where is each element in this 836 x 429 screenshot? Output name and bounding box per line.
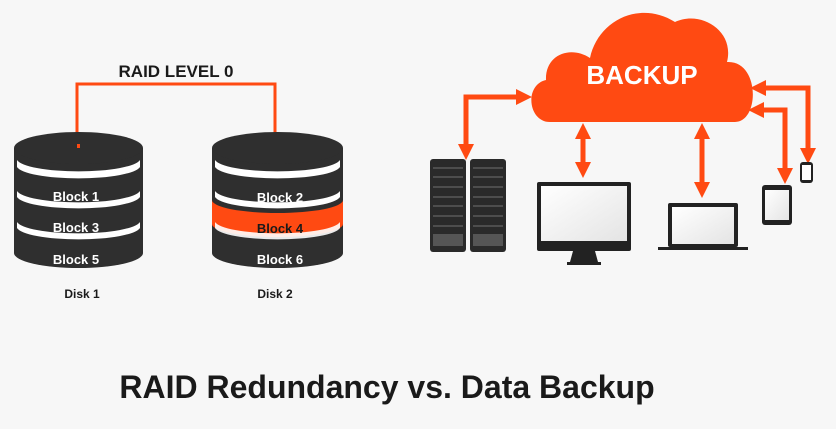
cloud-label: BACKUP [586,60,697,90]
backup-cloud-icon: BACKUP [531,12,753,122]
desktop-monitor-icon [537,182,631,265]
main-title: RAID Redundancy vs. Data Backup [119,369,654,405]
phone-arrow [749,79,817,165]
laptop-icon [658,203,748,250]
disk-1-block-5: Block 5 [53,252,99,267]
tablet-arrow [747,101,794,185]
disk-2-block-2: Block 2 [257,190,303,205]
server-rack-icon [430,159,506,252]
disk-2-block-6: Block 6 [257,252,303,267]
raid-level-title: RAID LEVEL 0 [119,62,234,81]
backup-arrows [457,79,817,199]
smartphone-icon [800,162,813,183]
disk-2-label: Disk 2 [257,287,293,301]
highlighted-block-band [212,200,343,238]
disk-2: Block 2 Block 4 Block 6 [212,132,343,268]
server-arrow [457,88,533,161]
disk-1-block-1: Block 1 [53,189,99,204]
raid-connector-line [75,82,277,144]
disk-2-block-4: Block 4 [257,221,304,236]
disk-1-label: Disk 1 [64,287,100,301]
disk-1-block-3: Block 3 [53,220,99,235]
tablet-icon [762,185,792,225]
disk-1: Block 1 Block 3 Block 5 [14,132,143,268]
